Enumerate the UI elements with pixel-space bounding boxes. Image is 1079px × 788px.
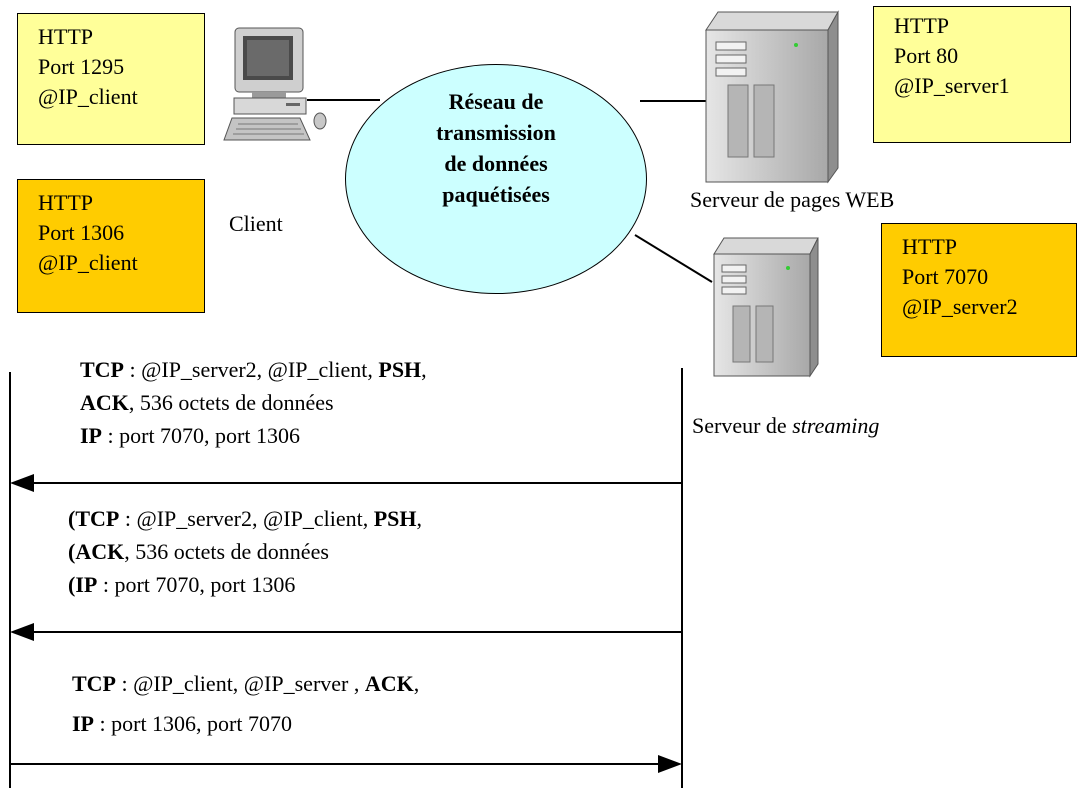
port-label: Port 7070 (902, 264, 989, 289)
protocol-label: HTTP (902, 234, 957, 259)
network-cloud (345, 64, 647, 294)
arrow-client-to-server (10, 755, 682, 773)
message-line: TCP : @IP_server2, @IP_client, PSH, (80, 357, 427, 382)
web-server-icon (705, 10, 839, 184)
client-label: Client (229, 211, 283, 236)
network-label: Réseau de transmission de données paquét… (436, 89, 556, 207)
client-computer-icon (223, 27, 327, 141)
message-line: (TCP : @IP_server2, @IP_client, PSH, (68, 506, 422, 531)
web-server-port-box: HTTP Port 80 @IP_server1 (873, 6, 1071, 143)
port-label: Port 1295 (38, 54, 125, 79)
arrow-server-to-client-2 (10, 623, 682, 641)
ip-label: @IP_client (38, 84, 138, 109)
client-web-port-box: HTTP Port 1295 @IP_client (17, 13, 205, 145)
streaming-server-icon (713, 237, 819, 378)
web-server-label: Serveur de pages WEB (690, 187, 895, 212)
port-label: Port 80 (894, 43, 959, 68)
streaming-server-label: Serveur de streaming (692, 413, 880, 438)
message-line: IP : port 1306, port 7070 (72, 711, 292, 736)
port-label: Port 1306 (38, 220, 125, 245)
protocol-label: HTTP (894, 13, 949, 38)
protocol-label: HTTP (38, 190, 93, 215)
message-line: TCP : @IP_client, @IP_server , ACK, (72, 671, 420, 696)
message-1: TCP : @IP_server2, @IP_client, PSH, ACK,… (80, 353, 427, 452)
message-line: (IP : port 7070, port 1306 (68, 572, 296, 597)
protocol-label: HTTP (38, 24, 93, 49)
message-3: TCP : @IP_client, @IP_server , ACK, IP :… (72, 664, 419, 744)
link-network-streamserver (634, 234, 713, 283)
ip-label: @IP_server1 (894, 73, 1010, 98)
arrow-server-to-client-1 (10, 474, 682, 492)
client-stream-port-box: HTTP Port 1306 @IP_client (17, 179, 205, 313)
ip-label: @IP_client (38, 250, 138, 275)
stream-server-port-box: HTTP Port 7070 @IP_server2 (881, 223, 1077, 357)
message-2: (TCP : @IP_server2, @IP_client, PSH, (AC… (68, 502, 422, 601)
message-line: (ACK, 536 octets de données (68, 539, 329, 564)
message-line: IP : port 7070, port 1306 (80, 423, 300, 448)
ip-label: @IP_server2 (902, 294, 1018, 319)
message-line: ACK, 536 octets de données (80, 390, 334, 415)
